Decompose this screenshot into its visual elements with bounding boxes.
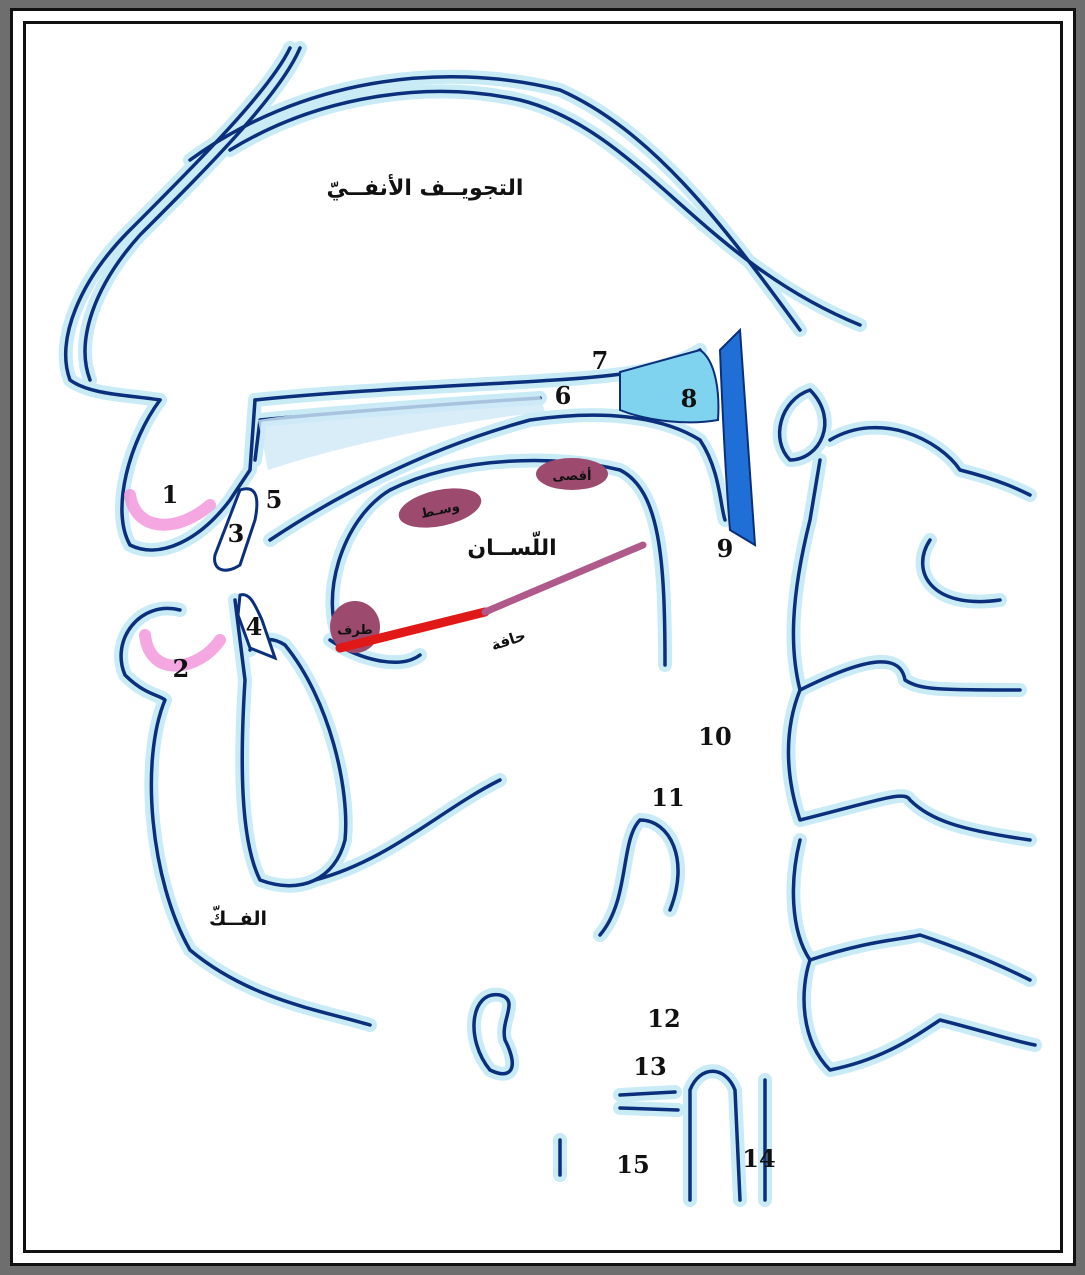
- label-13: 13: [633, 1052, 666, 1081]
- nasal-cavity-label: التجويــف الأنفــيّ: [327, 173, 524, 201]
- label-4: 4: [246, 612, 263, 641]
- tongue-tip-label: طرف: [337, 623, 372, 638]
- label-8: 8: [681, 384, 698, 413]
- label-2: 2: [173, 654, 190, 683]
- label-1: 1: [162, 480, 179, 509]
- label-3: 3: [228, 519, 245, 548]
- label-15: 15: [616, 1150, 649, 1179]
- label-10: 10: [698, 722, 731, 751]
- label-11: 11: [651, 783, 684, 812]
- outline-glow: [66, 48, 1035, 1200]
- label-5: 5: [266, 485, 283, 514]
- label-6: 6: [555, 381, 572, 410]
- nasal-bridge-outline: [66, 48, 300, 400]
- tongue-back-label: أقصى: [553, 467, 592, 484]
- label-9: 9: [717, 534, 734, 563]
- label-14: 14: [742, 1144, 775, 1173]
- velum-fill: [620, 350, 718, 422]
- jaw-label: الفــكّ: [209, 906, 267, 930]
- tongue-label: اللّســان: [467, 531, 556, 561]
- tongue-edge-label: حافة: [489, 626, 528, 654]
- label-7: 7: [592, 346, 609, 375]
- label-12: 12: [647, 1004, 680, 1033]
